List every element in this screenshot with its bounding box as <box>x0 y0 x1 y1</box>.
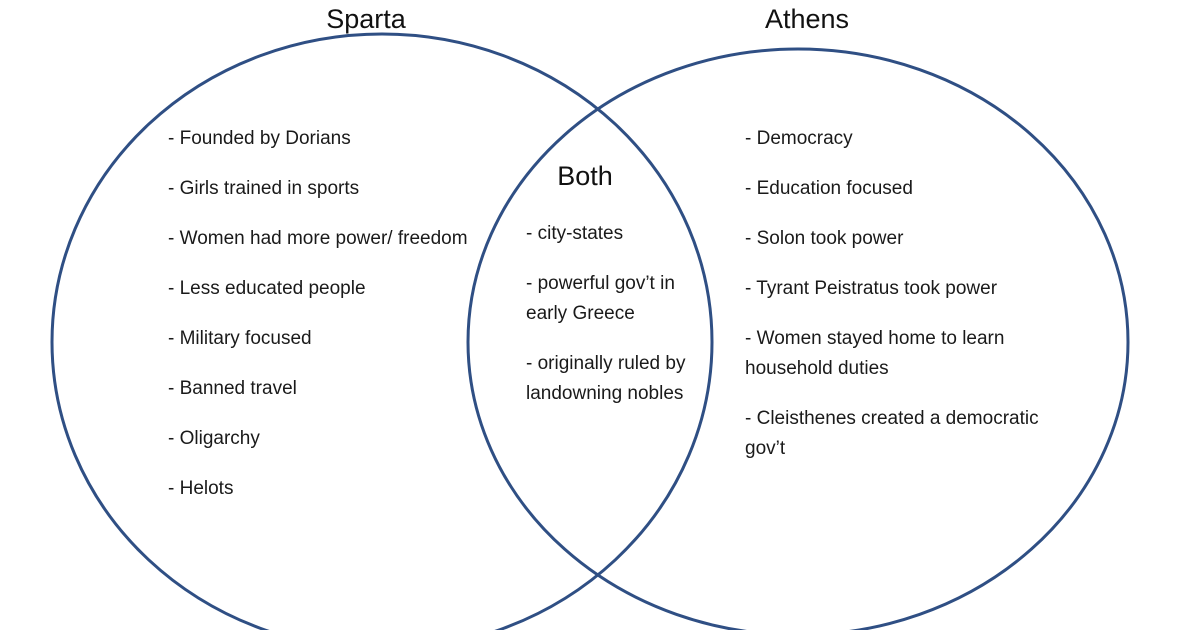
sparta-item: - Women had more power/ freedom <box>168 228 468 249</box>
sparta-item: - Oligarchy <box>168 428 260 449</box>
both-item: - powerful gov’t in early Greece <box>526 273 675 324</box>
sparta-item: - Helots <box>168 478 234 499</box>
athens-list: - Democracy - Education focused - Solon … <box>745 124 1075 484</box>
athens-circle <box>466 47 1130 630</box>
athens-item: - Democracy <box>745 128 853 149</box>
both-list: - city-states - powerful gov’t in early … <box>526 219 711 429</box>
sparta-item: - Military focused <box>168 328 312 349</box>
sparta-circle <box>50 32 714 630</box>
both-item: - originally ruled by landowning nobles <box>526 353 686 404</box>
athens-item: - Women stayed home to learn household d… <box>745 328 1005 379</box>
both-item: - city-states <box>526 223 624 244</box>
sparta-item: - Less educated people <box>168 278 366 299</box>
athens-item: - Cleisthenes created a democratic gov’t <box>745 408 1039 459</box>
athens-item: - Solon took power <box>745 228 904 249</box>
sparta-list: - Founded by Dorians - Girls trained in … <box>168 124 468 524</box>
sparta-item: - Founded by Dorians <box>168 128 351 149</box>
athens-item: - Tyrant Peistratus took power <box>745 278 998 299</box>
athens-title: Athens <box>764 4 850 34</box>
sparta-title: Sparta <box>326 4 406 34</box>
both-title: Both <box>557 161 613 191</box>
sparta-item: - Banned travel <box>168 378 297 399</box>
sparta-item: - Girls trained in sports <box>168 178 360 199</box>
athens-item: - Education focused <box>745 178 913 199</box>
